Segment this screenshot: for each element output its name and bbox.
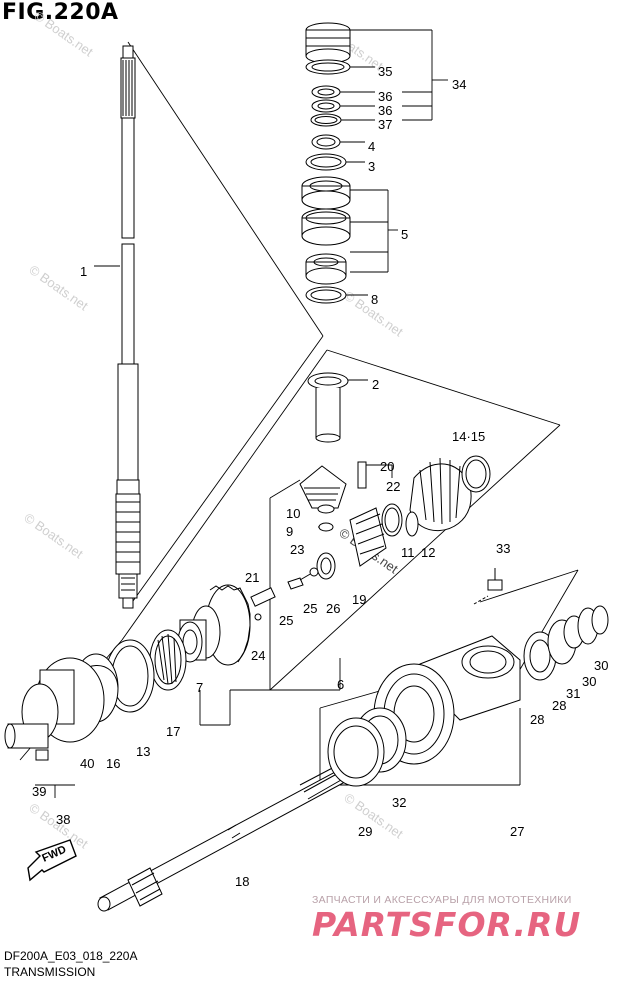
propeller-shaft (97, 763, 357, 912)
part-label: 22 (386, 479, 400, 494)
part-label: 13 (136, 744, 150, 759)
shop-caption-watermark: ЗАПЧАСТИ И АКСЕССУАРЫ ДЛЯ МОТОТЕХНИКИ (312, 894, 572, 906)
part-label: 28 (530, 712, 544, 727)
pinion-and-gear-group (250, 455, 491, 621)
part-label: 8 (371, 292, 378, 307)
part-label: 14·15 (452, 429, 485, 444)
part-label: 1 (80, 264, 87, 279)
sleeve-part (307, 372, 349, 443)
fwd-arrow (27, 839, 77, 882)
part-label: 18 (235, 874, 249, 889)
part-label: 32 (392, 795, 406, 810)
part-label: 10 (286, 506, 300, 521)
part-label: 39 (32, 784, 46, 799)
part-label: 21 (245, 570, 259, 585)
upper-bearing-stack (301, 22, 351, 304)
part-label: 29 (358, 824, 372, 839)
part-label: 37 (378, 117, 392, 132)
part-label: 36 (378, 103, 392, 118)
rear-bearing-housing (327, 568, 609, 787)
part-label: 31 (566, 686, 580, 701)
forward-gear-assembly (4, 584, 251, 761)
part-label: 35 (378, 64, 392, 79)
part-label: 23 (290, 542, 304, 557)
part-label: 36 (378, 89, 392, 104)
diagram-code: DF200A_E03_018_220A (4, 949, 138, 963)
part-label: 38 (56, 812, 70, 827)
part-label: 4 (368, 139, 375, 154)
part-label: 40 (80, 756, 94, 771)
part-label: 33 (496, 541, 510, 556)
part-label: 27 (510, 824, 524, 839)
part-label: 5 (401, 227, 408, 242)
part-label: 12 (421, 545, 435, 560)
part-label: 2 (372, 377, 379, 392)
part-label: 17 (166, 724, 180, 739)
part-label: 24 (251, 648, 265, 663)
figure-title: FIG.220A (2, 0, 119, 25)
part-label: 11 (401, 545, 415, 560)
part-label: 3 (368, 159, 375, 174)
part-label: 16 (106, 756, 120, 771)
part-label: 7 (196, 680, 203, 695)
drive-shaft (115, 45, 141, 609)
part-label: 20 (380, 459, 394, 474)
shop-logo-watermark: PARTSFOR.RU (312, 905, 582, 944)
part-label: 25 (279, 613, 293, 628)
part-label: 34 (452, 77, 466, 92)
part-label: 30 (582, 674, 596, 689)
part-label: 6 (337, 677, 344, 692)
part-label: 30 (594, 658, 608, 673)
diagram-name: TRANSMISSION (4, 965, 96, 979)
part-label: 28 (552, 698, 566, 713)
part-label: 26 (326, 601, 340, 616)
part-label: 9 (286, 524, 293, 539)
part-label: 19 (352, 592, 366, 607)
part-label: 25 (303, 601, 317, 616)
